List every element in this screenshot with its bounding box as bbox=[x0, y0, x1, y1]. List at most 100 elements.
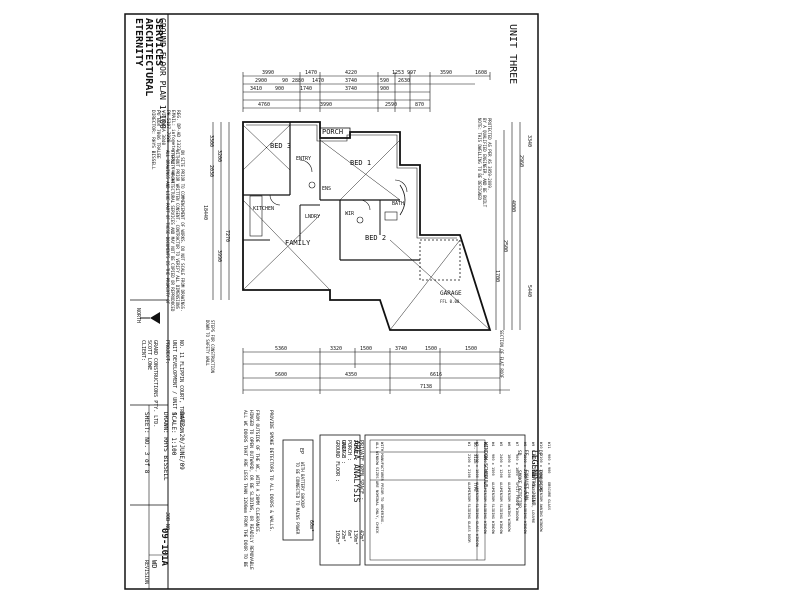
window-row-size: 2400 x 1200 bbox=[499, 454, 503, 478]
dim-top-6: 3590 bbox=[440, 70, 452, 76]
window-row-size: 2100 x 1200 bbox=[539, 454, 543, 478]
dim-right-6: 5440 bbox=[526, 285, 532, 297]
dim-bot2-3: 6616 bbox=[430, 372, 442, 378]
area-title: AREA ANALYSIS bbox=[352, 440, 361, 503]
window-schedule-grid bbox=[369, 439, 486, 561]
area-row-4-value: 130m² bbox=[352, 530, 358, 545]
window-row-size: 900 x 900 bbox=[547, 454, 551, 473]
dim-top3-3: 1740 bbox=[300, 86, 312, 92]
legend-sym-1: SD bbox=[516, 450, 522, 456]
project-line-1: UNIT DEVELOPMENT / UNIT 3 bbox=[171, 340, 177, 415]
dim-bot-total: 7138 bbox=[420, 384, 432, 390]
bottom-note-3: FROM OUTSIDE OF THE WC, WITH A 20MM CLEA… bbox=[254, 410, 260, 535]
window-row-size: 900 x 1500 bbox=[491, 454, 495, 476]
window-row-no: W9 bbox=[531, 442, 535, 446]
dimension-lines bbox=[212, 75, 521, 391]
dim-top2-6: 590 bbox=[380, 78, 389, 84]
revision-label: REVISION bbox=[143, 560, 149, 584]
top-note-3: PROTECTED AS PER AS 3959-2009. bbox=[487, 118, 492, 190]
dim-bot-4: 3740 bbox=[395, 346, 407, 352]
room-entry: ENTRY bbox=[296, 156, 311, 162]
copyright-note-2: ETERNITY ARCHITECTURAL SERVICES AND MAY … bbox=[170, 150, 175, 312]
dim-top3-1: 3410 bbox=[250, 86, 262, 92]
window-row-type: FIXED GLASS, LOUVRE bbox=[531, 482, 535, 523]
dim-left-5: 3990 bbox=[216, 250, 222, 262]
ep-label: EP bbox=[298, 448, 304, 454]
bottom-note2-1: PROVIDE SMOKE DETECTORS TO ALL DOORS & W… bbox=[268, 410, 274, 532]
room-kitchen: KITCHEN bbox=[253, 206, 274, 212]
window-row-type: ALUMINIUM SLIDING WINDOW bbox=[483, 482, 487, 535]
dim-top2-3: 2880 bbox=[292, 78, 304, 84]
window-row-type: ALUMINIUM AWNING WINDOW bbox=[507, 482, 511, 533]
legend-label-2: EXHAUST FAN bbox=[523, 470, 529, 500]
area-row-2-label: GARAGE : bbox=[340, 440, 346, 464]
project-line-2: NO. 11 FLIPPIN COURT, TRARALGON bbox=[178, 340, 184, 433]
floor-plan bbox=[242, 121, 492, 331]
dim-top3-5: 900 bbox=[380, 86, 389, 92]
dim-top4-3: 2590 bbox=[385, 102, 397, 108]
ep-value: 60m² bbox=[308, 520, 314, 532]
dim-bot-1: 5360 bbox=[275, 346, 287, 352]
sheet-title: GROUND FLOOR PLAN 1:100 bbox=[158, 18, 167, 129]
window-row-type: OBSCURE GLASS bbox=[547, 482, 551, 510]
area-row-5-label: PRIVATE OPEN SPACE : bbox=[358, 440, 364, 500]
dim-top4-1: 4760 bbox=[258, 102, 270, 108]
dim-top-2: 1470 bbox=[305, 70, 317, 76]
top-note-2: BY A QUALIFIED ENGINEER, AND BE BUILT bbox=[482, 118, 487, 208]
room-bed1: BED 1 bbox=[350, 159, 371, 167]
unit-label: UNIT THREE bbox=[507, 24, 518, 84]
dim-top2-2: 90 bbox=[282, 78, 288, 84]
area-row-4-label: TOTAL : bbox=[352, 440, 358, 461]
room-bed3: BED 3 bbox=[270, 142, 291, 150]
dim-top3-4: 3740 bbox=[345, 86, 357, 92]
firm-name-1: ETERNITY bbox=[133, 18, 144, 66]
dim-bot-5: 1500 bbox=[425, 346, 437, 352]
bottom-note-1: ALL WC DOORS THAT ARE LESS THAN 1200mm F… bbox=[242, 410, 248, 567]
window-row-no: W8 bbox=[523, 442, 527, 446]
area-row-1-label: GROUND FLOOR : bbox=[334, 440, 340, 482]
dimension-ticks bbox=[242, 72, 501, 394]
dim-left-3: 3200 bbox=[216, 150, 222, 162]
dim-top-7: 1608 bbox=[475, 70, 487, 76]
window-row-no: W5 bbox=[499, 442, 503, 446]
window-row-no: W10 bbox=[539, 442, 543, 449]
window-row-size: 900 x 1800 bbox=[515, 454, 519, 476]
dim-left-2: 2030 bbox=[208, 165, 214, 177]
client-line-2: GRAND CONSTRUCTIONS PTY. LTD. bbox=[152, 340, 158, 427]
room-ens: ENS bbox=[322, 186, 331, 192]
dim-top-3: 4220 bbox=[345, 70, 357, 76]
schedule-note-2: WITH MANUFACTURER PRIOR TO ORDERING. bbox=[380, 442, 385, 524]
window-header-type: TYPE bbox=[473, 482, 478, 492]
area-row-1-value: 102m² bbox=[334, 530, 340, 545]
window-header-size: SIZE bbox=[473, 454, 478, 464]
room-porch: PORCH bbox=[322, 128, 343, 136]
ep-note-2: WITH BATTERY BACKUP bbox=[300, 462, 305, 508]
window-row-no: W7 bbox=[515, 442, 519, 446]
bottom-note-2: HINGED TO OPEN OUTWARD, OR BE SLIDING, O… bbox=[248, 410, 254, 570]
dim-bot2-2: 4350 bbox=[345, 372, 357, 378]
window-row-size: 1800 x 1800 bbox=[475, 454, 479, 478]
window-row-type: ALUMINIUM SLIDING WINDOW bbox=[491, 482, 495, 535]
window-header-no: No. bbox=[473, 442, 478, 449]
window-row-no: W3 bbox=[483, 442, 487, 446]
firm-detail-5: EMAIL: info@eternity.com.au bbox=[170, 110, 176, 183]
drawn-label: DRAWN: RHYS BISSELL bbox=[162, 412, 169, 481]
firm-name-2: ARCHITECTURAL bbox=[143, 18, 154, 96]
client-line-1: SCOTT LOWE bbox=[146, 340, 152, 370]
window-row-size: 1800 x 1500 bbox=[483, 454, 487, 478]
dim-top4-2: 3990 bbox=[320, 102, 332, 108]
window-row-type: ALUMINIUM SLIDING GLASS DOOR bbox=[467, 482, 471, 543]
copyright-note-4: ON SITE PRIOR TO COMMENCEMENT OF WORKS. … bbox=[180, 150, 185, 311]
area-analysis-box bbox=[319, 434, 361, 566]
area-row-3-label: PORCH : bbox=[346, 440, 352, 461]
dim-top2-1: 2900 bbox=[255, 78, 267, 84]
copyright-note-3: WITHOUT PRIOR WRITTEN CONSENT. CONTRACTO… bbox=[175, 150, 180, 310]
dim-right-5: 1700 bbox=[494, 270, 500, 282]
area-row-3-value: 6m² bbox=[346, 530, 352, 539]
dim-left-4: 7270 bbox=[224, 230, 230, 242]
north-arrow bbox=[140, 312, 160, 324]
window-row-no: W6 bbox=[507, 442, 511, 446]
window-row-size: 1800 x 1200 bbox=[507, 454, 511, 478]
room-family: FAMILY bbox=[285, 239, 311, 247]
